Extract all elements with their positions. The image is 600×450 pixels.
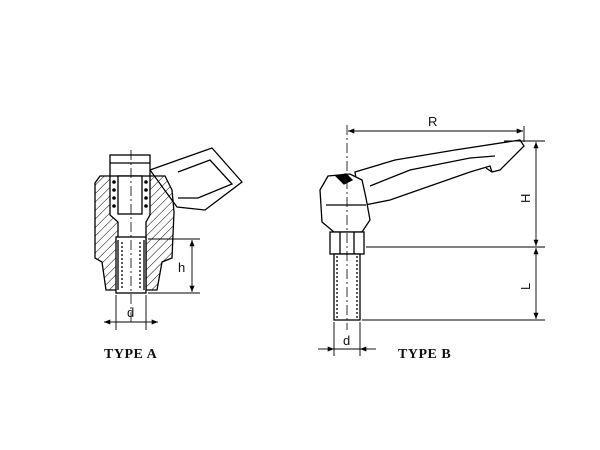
type-a-push-button: [109, 154, 151, 177]
type-b-dimensions: [318, 126, 545, 356]
type-a-drawing: [94, 147, 243, 325]
type-a-lever-arm-inner: [177, 159, 234, 199]
type-b-dim-H: H: [518, 194, 533, 203]
type-b-dim-L: L: [518, 283, 533, 290]
type-a-hub-section: [94, 175, 119, 291]
type-a-dim-d: d: [127, 305, 134, 320]
type-b-lever-arm: [354, 139, 525, 207]
type-b-caption: TYPE B: [398, 347, 451, 362]
type-a-spring: [112, 180, 148, 208]
type-a-dim-h: h: [178, 260, 185, 275]
type-b-dim-r: R: [428, 114, 437, 129]
type-a-hub-section-right: [145, 175, 175, 291]
type-a-caption: TYPE A: [104, 347, 158, 362]
type-b-drawing: [319, 125, 525, 330]
type-b-dim-d: d: [343, 333, 350, 348]
type-a-dimensions: [104, 238, 200, 330]
